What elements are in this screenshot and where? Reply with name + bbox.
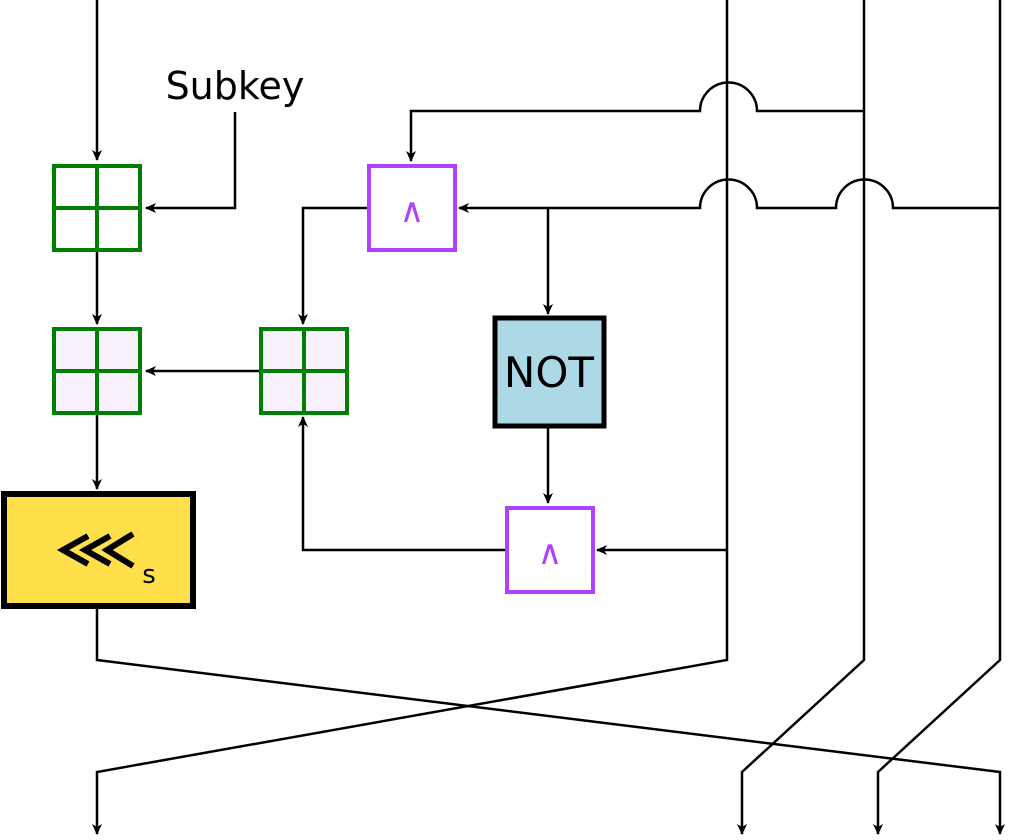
- adder-subkey: [52, 164, 142, 252]
- rotate-left-icon: [56, 531, 135, 569]
- not-label: NOT: [504, 348, 594, 397]
- and-gate-top: ∧: [367, 164, 457, 252]
- and-symbol: ∧: [538, 533, 563, 573]
- rotate-subscript: s: [142, 560, 156, 590]
- and-gate-bottom: ∧: [505, 506, 595, 594]
- rotate-left-box: s: [1, 491, 196, 609]
- adder-left: [52, 327, 142, 415]
- subkey-label: Subkey: [166, 64, 305, 108]
- not-gate: NOT: [492, 315, 607, 429]
- wires: [92, 0, 1005, 835]
- and-symbol: ∧: [400, 191, 425, 231]
- adder-middle: [259, 327, 349, 415]
